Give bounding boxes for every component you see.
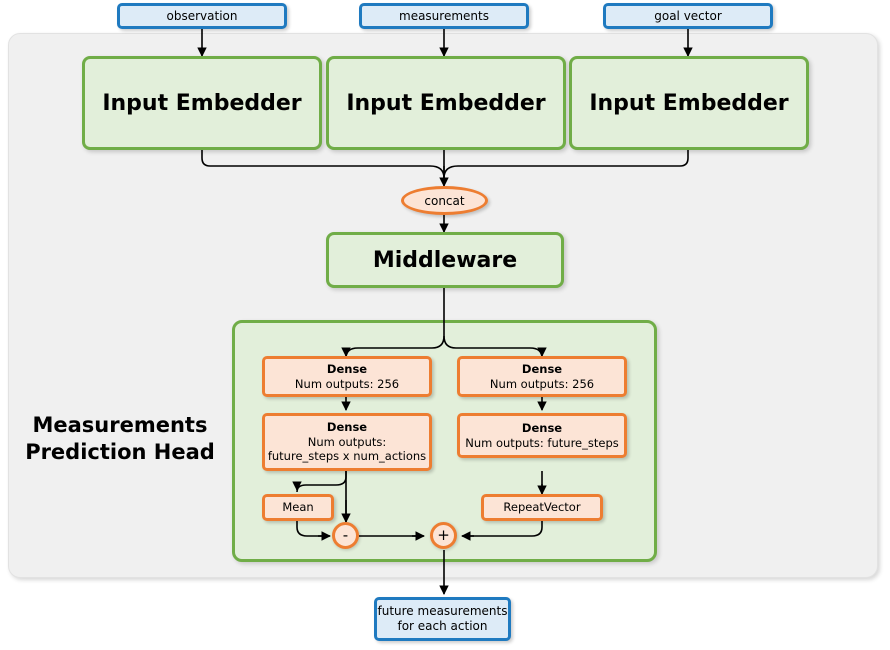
mean-box[interactable]: Mean	[262, 494, 334, 521]
left-dense-256[interactable]: Dense Num outputs: 256	[262, 356, 432, 397]
repeat-vector-label: RepeatVector	[503, 500, 581, 515]
right-dense-256-line1: Dense	[521, 361, 563, 376]
input-box-measurements-label: measurements	[399, 8, 489, 23]
left-dense2-line2: Num outputs:	[307, 434, 387, 449]
subtract-symbol: -	[342, 526, 349, 544]
repeat-vector-box[interactable]: RepeatVector	[481, 494, 603, 521]
left-dense2-line1: Dense	[326, 419, 368, 434]
head-title: Measurements Prediction Head	[20, 412, 220, 467]
head-title-line2: Prediction Head	[25, 440, 215, 465]
output-line2: for each action	[397, 619, 488, 633]
add-operator[interactable]: +	[430, 522, 457, 549]
input-embedder-3[interactable]: Input Embedder	[569, 56, 809, 150]
mean-label: Mean	[282, 500, 314, 515]
input-box-measurements[interactable]: measurements	[359, 3, 529, 29]
subtract-operator[interactable]: -	[332, 522, 359, 549]
right-dense-256[interactable]: Dense Num outputs: 256	[457, 356, 627, 397]
input-box-goal-vector-label: goal vector	[654, 8, 722, 23]
input-embedder-2[interactable]: Input Embedder	[326, 56, 566, 150]
middleware-label: Middleware	[372, 247, 518, 273]
add-symbol: +	[437, 526, 450, 544]
left-dense2-line3: future_steps x num_actions	[267, 449, 427, 464]
input-box-observation[interactable]: observation	[117, 3, 287, 29]
right-dense2-line1: Dense	[521, 420, 563, 435]
concat-node[interactable]: concat	[401, 186, 488, 215]
head-title-line1: Measurements	[32, 413, 208, 437]
output-line1: future measurements	[377, 604, 508, 618]
left-dense-future-steps-num-actions[interactable]: Dense Num outputs: future_steps x num_ac…	[262, 413, 432, 471]
right-dense-256-line2: Num outputs: 256	[489, 376, 595, 391]
input-embedder-1-label: Input Embedder	[102, 90, 302, 116]
concat-label: concat	[424, 193, 465, 208]
input-embedder-2-label: Input Embedder	[346, 90, 546, 116]
left-dense-256-line1: Dense	[326, 361, 368, 376]
input-embedder-1[interactable]: Input Embedder	[82, 56, 322, 150]
right-dense-future-steps[interactable]: Dense Num outputs: future_steps	[457, 413, 627, 458]
right-dense2-line2: Num outputs: future_steps	[465, 435, 619, 450]
input-embedder-3-label: Input Embedder	[589, 90, 789, 116]
middleware-box[interactable]: Middleware	[326, 232, 564, 288]
left-dense-256-line2: Num outputs: 256	[294, 376, 400, 391]
input-box-observation-label: observation	[166, 8, 238, 23]
output-box-future-measurements[interactable]: future measurements for each action	[374, 597, 511, 641]
input-box-goal-vector[interactable]: goal vector	[603, 3, 773, 29]
